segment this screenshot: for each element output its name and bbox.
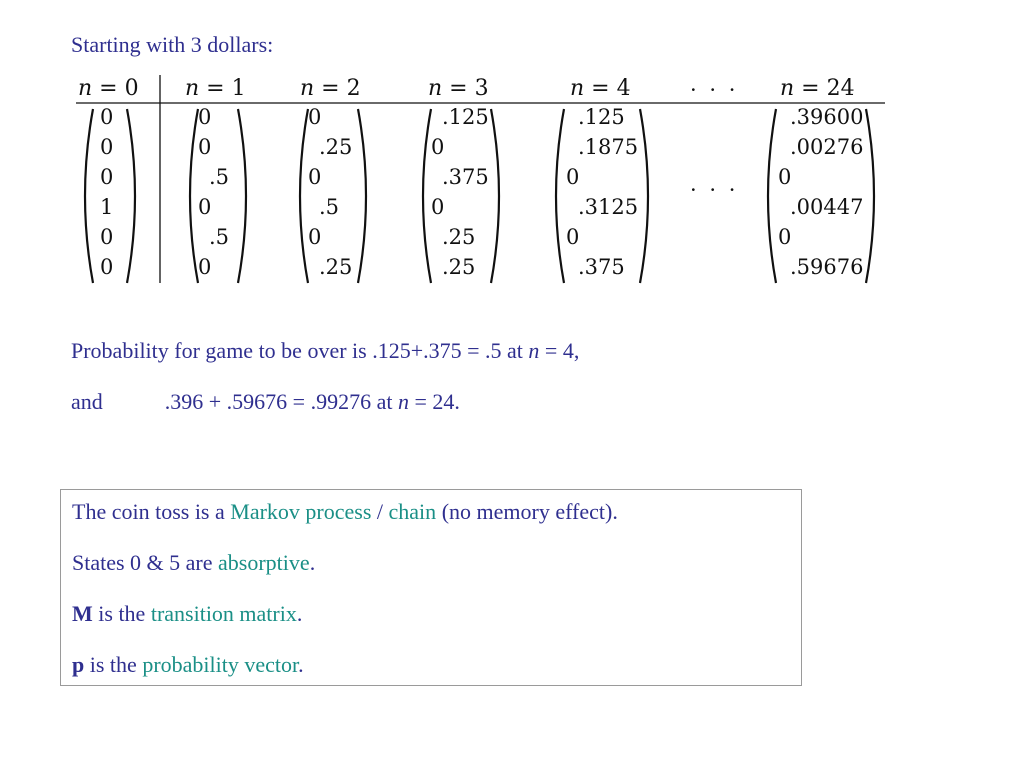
probability-line-n4: Probability for game to be over is .125+… <box>71 338 580 363</box>
header-ellipsis: · · · <box>690 78 739 102</box>
cell: .25 <box>319 135 353 159</box>
cell: 0 <box>100 225 114 249</box>
cell: 0 <box>198 105 212 129</box>
cell: .375 <box>442 165 489 189</box>
probability-vector-line: p is the probability vector. <box>72 652 304 677</box>
cell: 0 <box>100 105 114 129</box>
heading: Starting with 3 dollars: <box>71 32 274 57</box>
cell: .125 <box>442 105 489 129</box>
cell: 0 <box>431 195 445 219</box>
cell: 0 <box>778 225 792 249</box>
markov-line: The coin toss is a Markov process / chai… <box>72 499 618 524</box>
middle-ellipsis: · · · <box>690 178 739 202</box>
cell: .25 <box>442 255 476 279</box>
header-n1: n = 1 <box>185 76 246 101</box>
cell: .25 <box>442 225 476 249</box>
header-n4: n = 4 <box>570 76 631 101</box>
cell: .25 <box>319 255 353 279</box>
cell: .375 <box>578 255 625 279</box>
probability-vector-table: n = 0 n = 1 n = 2 n = 3 n = 4 · · · n = … <box>70 70 890 290</box>
cell: 0 <box>431 135 445 159</box>
cell: 0 <box>308 165 322 189</box>
absorptive-line: States 0 & 5 are absorptive. <box>72 550 316 575</box>
cell: 0 <box>198 255 212 279</box>
cell: .1875 <box>578 135 639 159</box>
table-rules <box>76 75 885 284</box>
cell: 0 <box>308 225 322 249</box>
probability-line-n24: and.396 + .59676 = .99276 at n = 24. <box>71 389 460 414</box>
cell: 0 <box>566 165 580 189</box>
cell: .5 <box>209 225 230 249</box>
transition-matrix-line: M is the transition matrix. <box>72 601 303 626</box>
cell: .5 <box>209 165 230 189</box>
cell: 0 <box>100 165 114 189</box>
cell: .3125 <box>578 195 639 219</box>
cell: 0 <box>566 225 580 249</box>
cell: .5 <box>319 195 340 219</box>
header-n2: n = 2 <box>300 76 361 101</box>
cell: 1 <box>100 195 114 219</box>
cell: .59676 <box>790 255 864 279</box>
header-n3: n = 3 <box>428 76 489 101</box>
cell: .125 <box>578 105 625 129</box>
summary-box: The coin toss is a Markov process / chai… <box>60 489 802 686</box>
cell: .00276 <box>790 135 864 159</box>
cell: 0 <box>100 255 114 279</box>
cell: 0 <box>100 135 114 159</box>
cell: .39600 <box>790 105 864 129</box>
header-n0: n = 0 <box>78 76 139 101</box>
cell: 0 <box>778 165 792 189</box>
cell: .00447 <box>790 195 864 219</box>
cell: 0 <box>198 195 212 219</box>
header-n24: n = 24 <box>780 76 855 101</box>
cell: 0 <box>308 105 322 129</box>
cell: 0 <box>198 135 212 159</box>
